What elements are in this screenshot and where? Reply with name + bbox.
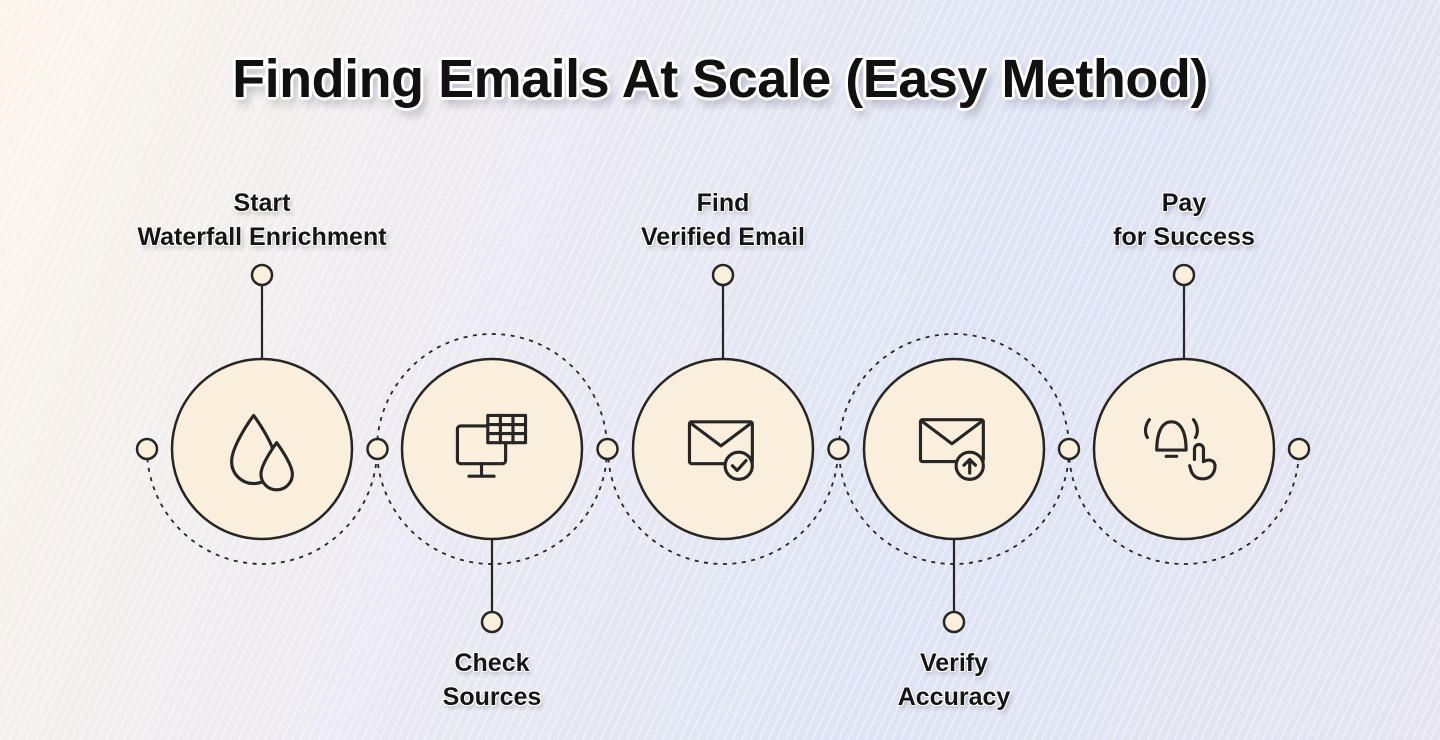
connector-node bbox=[1057, 437, 1081, 461]
step-label-4: Verify Accuracy bbox=[784, 646, 1124, 714]
email-up-arrow-icon bbox=[910, 405, 998, 493]
step-label-line: for Success bbox=[1113, 223, 1255, 251]
dashed-arc-step-5 bbox=[1068, 448, 1300, 565]
connector-node bbox=[366, 437, 389, 461]
connector-nodes bbox=[135, 263, 1311, 634]
connector-node bbox=[596, 437, 619, 461]
step-label-line: Find bbox=[696, 189, 750, 217]
connector-node bbox=[1287, 437, 1311, 461]
step-label-line: Check bbox=[454, 649, 530, 677]
step-label-line: Sources bbox=[442, 683, 542, 711]
label-node-step-4 bbox=[942, 610, 966, 634]
email-check-icon bbox=[679, 405, 767, 493]
label-node-step-2 bbox=[480, 610, 504, 634]
bell-tap-icon bbox=[1140, 405, 1228, 493]
step-label-2: Check Sources bbox=[322, 646, 662, 714]
label-node-step-5 bbox=[1172, 263, 1196, 287]
dashed-arc-step-3 bbox=[607, 448, 839, 565]
step-circle-1 bbox=[170, 357, 354, 541]
step-label-line: Start bbox=[233, 189, 291, 217]
step-label-line: Pay bbox=[1161, 189, 1207, 217]
step-circle-2 bbox=[400, 357, 584, 541]
step-label-5: Pay for Success bbox=[1014, 186, 1354, 254]
step-label-line: Waterfall Enrichment bbox=[137, 223, 387, 251]
step-label-1: Start Waterfall Enrichment bbox=[92, 186, 432, 254]
step-circles bbox=[170, 357, 1276, 541]
step-label-line: Verified Email bbox=[641, 223, 805, 251]
monitor-spreadsheet-icon bbox=[448, 405, 536, 493]
label-stem-lines bbox=[260, 285, 1186, 612]
step-label-line: Verify bbox=[919, 649, 989, 677]
step-circle-3 bbox=[631, 357, 815, 541]
water-drops-icon bbox=[218, 405, 306, 493]
step-label-3: Find Verified Email bbox=[553, 186, 893, 254]
step-label-line: Accuracy bbox=[897, 683, 1011, 711]
dashed-arc-step-1 bbox=[146, 448, 378, 565]
label-node-step-3 bbox=[711, 263, 735, 287]
label-node-step-1 bbox=[250, 263, 274, 287]
connector-node bbox=[827, 437, 850, 461]
page-title: Finding Emails At Scale (Easy Method) bbox=[232, 49, 1208, 109]
connector-node bbox=[135, 437, 159, 461]
step-circle-4 bbox=[862, 357, 1046, 541]
